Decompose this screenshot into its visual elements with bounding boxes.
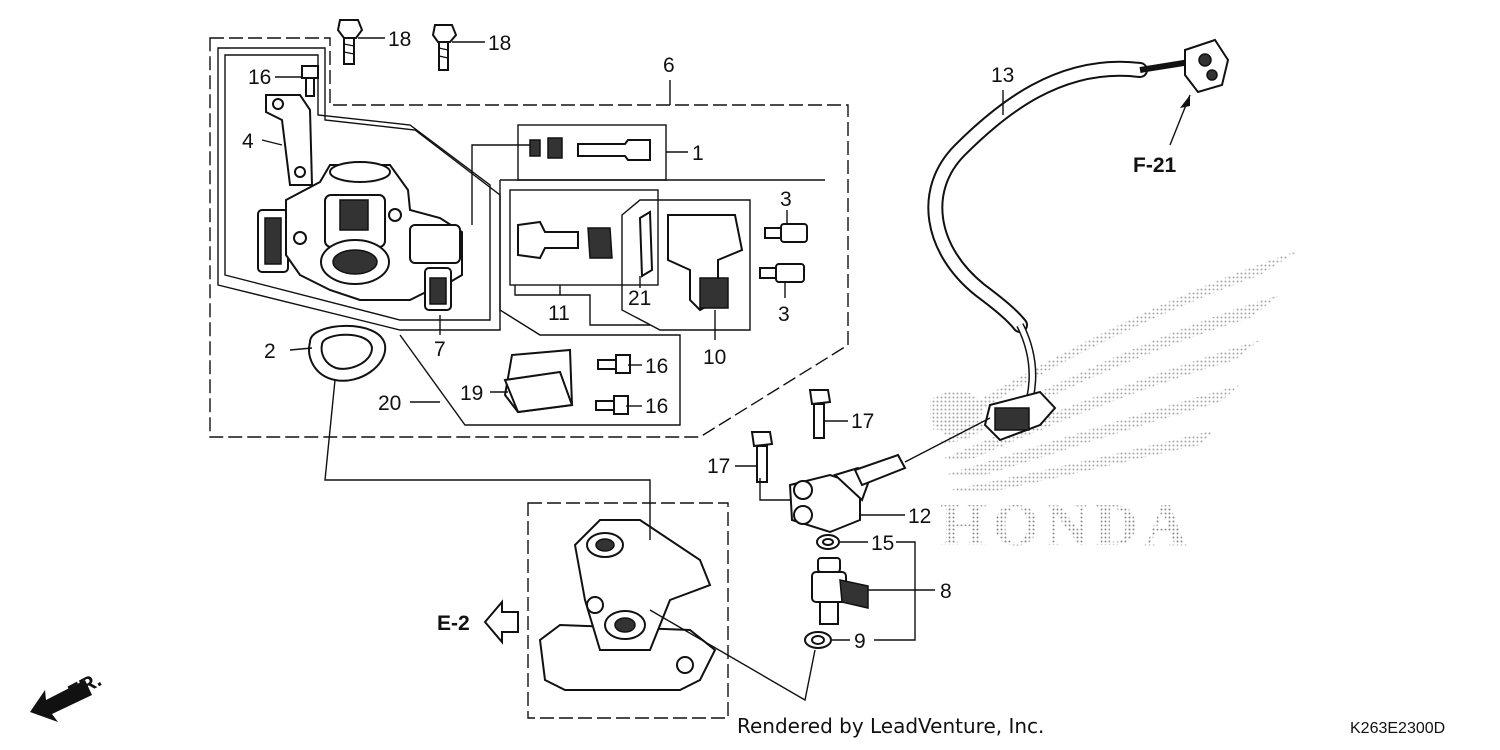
diagram-code: K263E2300D	[1350, 720, 1445, 737]
part-10-sensor	[667, 214, 744, 312]
wire-harness-13	[927, 38, 1230, 442]
callout-10: 10	[703, 346, 726, 369]
screw-3-a	[764, 223, 808, 243]
callout-2: 2	[264, 340, 276, 363]
callout-11: 11	[548, 302, 570, 325]
seal-9	[804, 631, 832, 649]
ref-e2: E-2	[437, 612, 470, 635]
front-direction-arrow-icon	[30, 680, 92, 722]
callout-18-a: 18	[388, 28, 411, 51]
bolt-18-b	[431, 24, 458, 71]
callout-13: 13	[991, 64, 1014, 87]
bolt-18-a	[336, 19, 364, 65]
box-part-10	[399, 179, 825, 426]
part-11-plunger	[517, 220, 613, 260]
callout-4: 4	[242, 130, 254, 153]
callout-16-c: 16	[645, 395, 668, 418]
honda-watermark-text: HONDA	[940, 492, 1193, 558]
callout-15: 15	[871, 532, 894, 555]
cover-19	[503, 348, 574, 414]
callout-16-a: 16	[248, 66, 271, 89]
part-21-gasket	[638, 210, 654, 278]
bracket-11	[514, 285, 650, 326]
callout-17-b: 17	[707, 455, 730, 478]
part-1-parts	[529, 137, 651, 161]
bolt-17-b	[750, 431, 774, 483]
o-ring-15	[816, 534, 840, 550]
box-part-21	[621, 199, 751, 331]
manifold-box	[527, 502, 729, 719]
callout-6: 6	[663, 54, 675, 77]
injector-8	[811, 557, 869, 625]
throttle-body-7	[257, 161, 463, 311]
screw-16-low	[595, 395, 629, 415]
screw-3-b	[759, 263, 805, 283]
callout-17-a: 17	[851, 410, 874, 433]
box-part-11	[509, 189, 659, 286]
assembly-boundary-6	[209, 37, 849, 438]
e2-arrow-icon	[483, 599, 519, 645]
gasket-2	[308, 324, 387, 382]
callout-9: 9	[854, 630, 866, 653]
bracket-4	[265, 94, 314, 186]
callout-20: 20	[378, 392, 401, 415]
screw-16-mid	[597, 354, 631, 374]
callout-3-b: 3	[778, 303, 790, 326]
intake-manifold	[538, 519, 717, 691]
screw-16-top	[301, 65, 319, 97]
credit-text: Rendered by LeadVenture, Inc.	[737, 714, 1044, 738]
callout-21: 21	[628, 287, 651, 310]
injector-joint-12	[788, 453, 907, 534]
leader-lines	[261, 37, 1191, 702]
callout-18-b: 18	[488, 32, 511, 55]
callout-3-a: 3	[780, 188, 792, 211]
bolt-17-a	[808, 389, 832, 439]
callout-19: 19	[460, 382, 483, 405]
callout-7: 7	[434, 338, 446, 361]
ref-f21: F-21	[1133, 154, 1177, 177]
callout-8: 8	[940, 580, 952, 603]
callout-1: 1	[692, 142, 704, 165]
callout-16-b: 16	[645, 355, 668, 378]
callout-12: 12	[908, 505, 931, 528]
